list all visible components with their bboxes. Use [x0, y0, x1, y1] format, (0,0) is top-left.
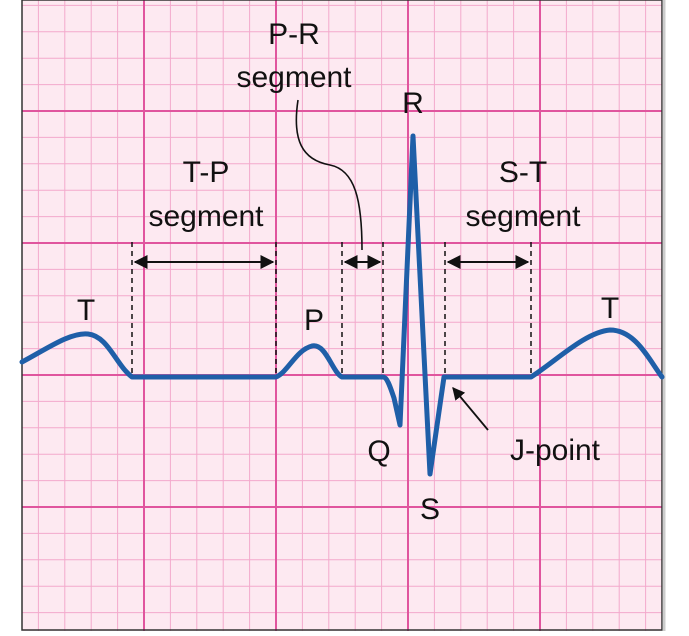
diagram-border — [21, 0, 663, 631]
j-point-leader — [452, 387, 489, 431]
segment-boundaries — [131, 242, 532, 378]
p-wave-label: P — [304, 304, 324, 337]
ecg-waveform — [19, 133, 665, 477]
q-wave-label: Q — [367, 435, 390, 468]
t-wave-label-left: T — [77, 294, 95, 327]
pr-segment-subtitle: segment — [236, 61, 352, 94]
tp-segment-title: T-P — [183, 156, 230, 189]
st-segment-subtitle: segment — [465, 200, 581, 233]
st-segment-title: S-T — [499, 156, 547, 189]
pr-segment-title: P-R — [268, 18, 320, 51]
grid-minor-lines — [22, 0, 662, 631]
r-wave-label: R — [402, 87, 424, 120]
s-wave-label: S — [420, 493, 440, 526]
tp-segment-subtitle: segment — [148, 200, 264, 233]
pr-leader-line — [295, 99, 363, 251]
j-point-label: J-point — [510, 434, 601, 467]
t-wave-label-right: T — [601, 292, 619, 325]
